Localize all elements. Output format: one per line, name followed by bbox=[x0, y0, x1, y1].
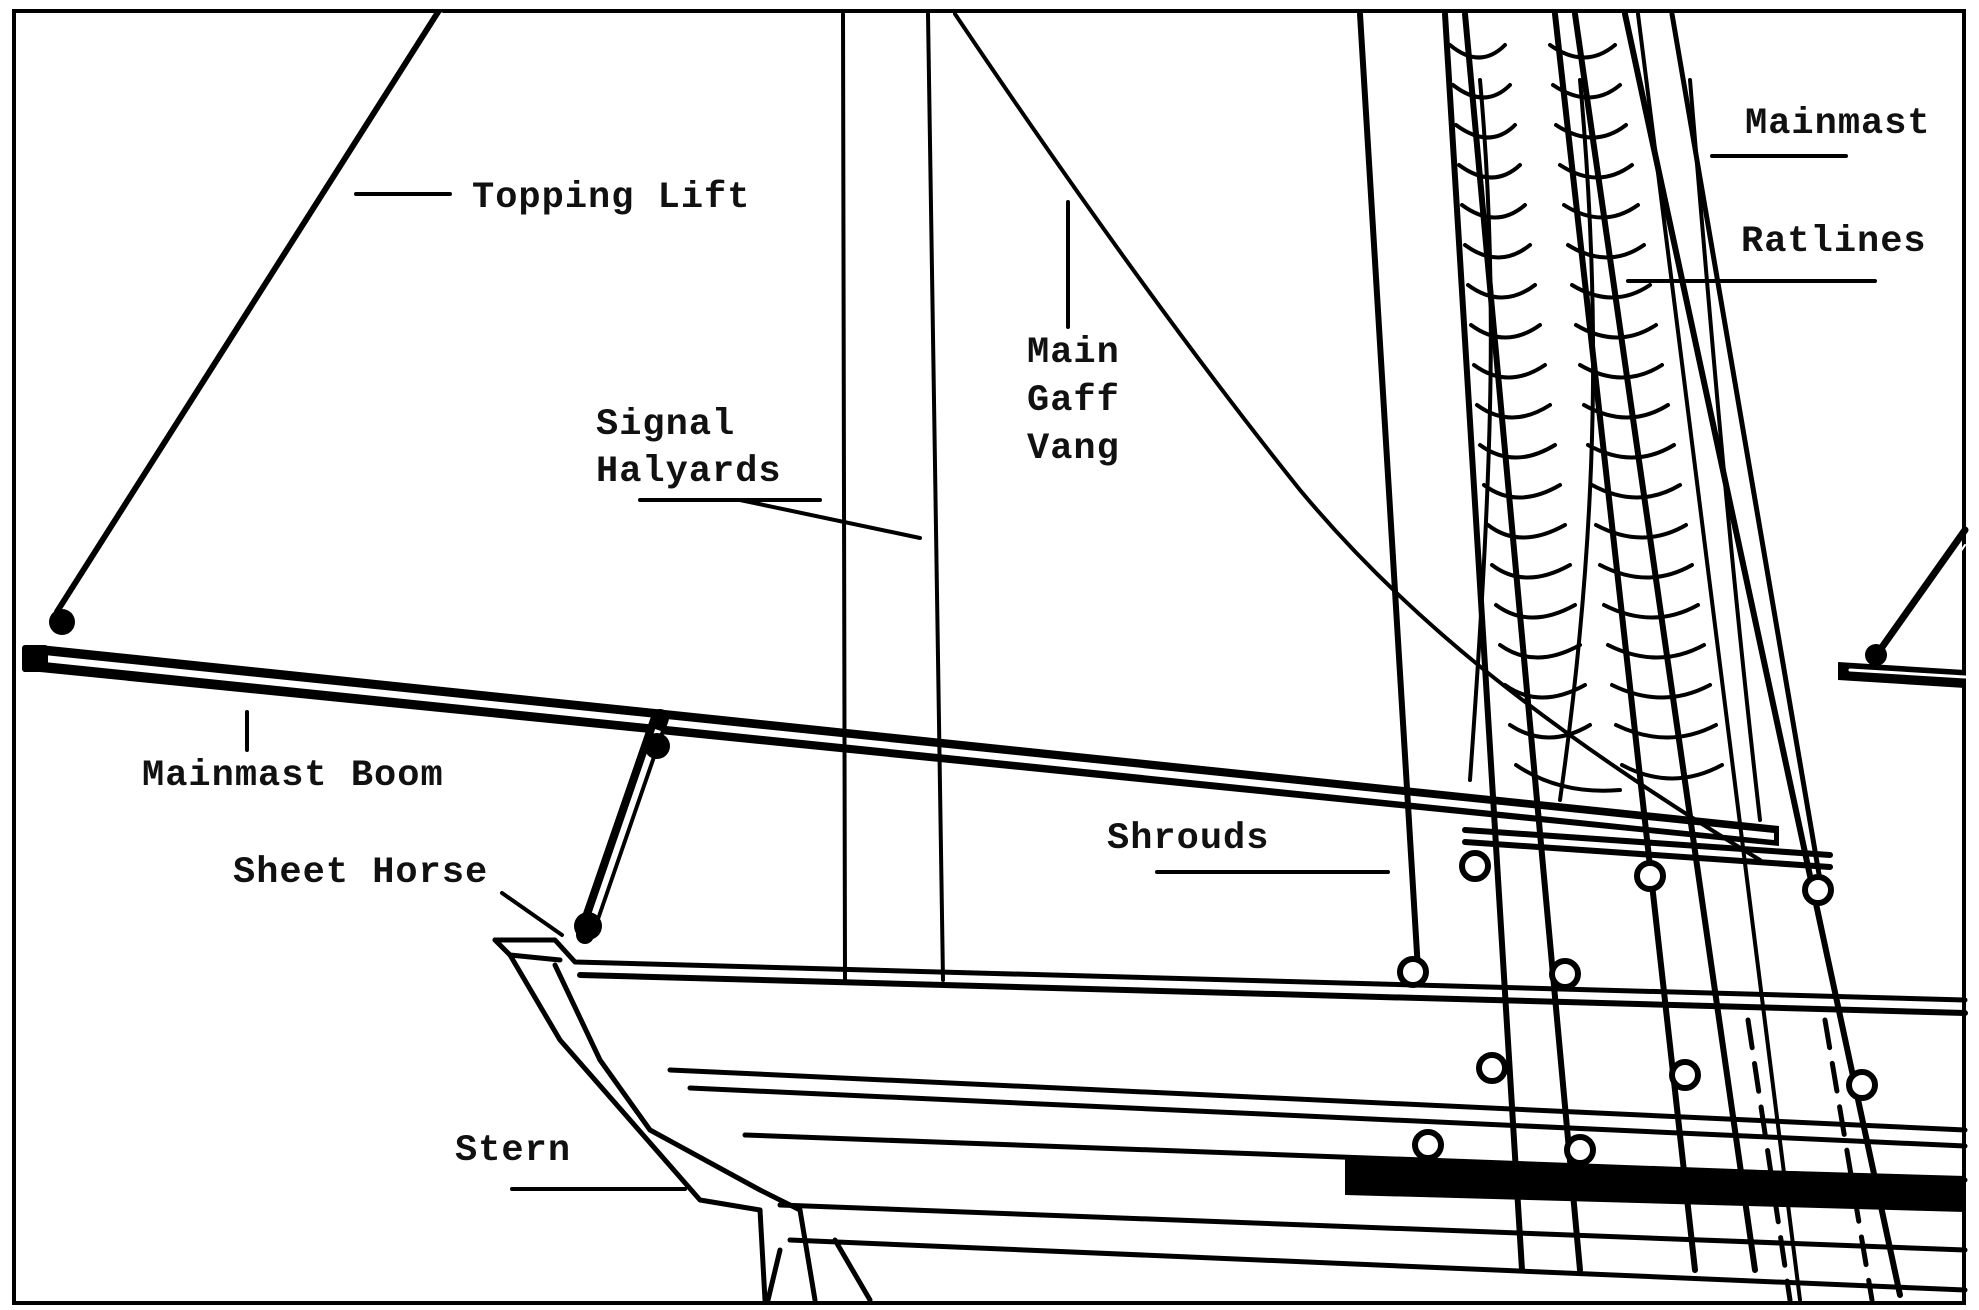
label-main-gaff-vang-2: Gaff bbox=[1027, 380, 1120, 422]
signal-halyards-lines bbox=[841, 12, 945, 982]
leader-signal-halyards-diag bbox=[738, 498, 922, 540]
label-signal-halyards-2: Halyards bbox=[596, 451, 782, 493]
topping-lift-line bbox=[54, 10, 444, 616]
hull bbox=[492, 937, 1968, 1303]
channel-bar bbox=[1462, 827, 1833, 870]
label-signal-halyards-1: Signal bbox=[596, 404, 735, 446]
label-mainmast-boom: Mainmast Boom bbox=[142, 755, 444, 797]
label-stern: Stern bbox=[455, 1130, 571, 1172]
wale-plank bbox=[1345, 1158, 1965, 1212]
leader-sheet-horse bbox=[500, 891, 564, 937]
mast-dashed-hint bbox=[1745, 1017, 1875, 1303]
label-ratlines: Ratlines bbox=[1741, 221, 1927, 263]
label-shrouds: Shrouds bbox=[1107, 818, 1269, 860]
leader-lines bbox=[245, 154, 1877, 1191]
sheet-horse bbox=[574, 709, 670, 944]
mainmast-boom bbox=[22, 645, 1779, 846]
deadeyes bbox=[1397, 850, 1878, 1166]
label-mainmast: Mainmast bbox=[1745, 103, 1931, 145]
topping-lift-block bbox=[49, 609, 75, 635]
label-main-gaff-vang-1: Main bbox=[1027, 332, 1120, 374]
label-sheet-horse: Sheet Horse bbox=[233, 852, 488, 894]
shrouds-lines bbox=[1357, 11, 1903, 1298]
foremast-rigging-partial bbox=[1838, 526, 1969, 688]
label-topping-lift: Topping Lift bbox=[472, 177, 750, 219]
label-main-gaff-vang-3: Vang bbox=[1027, 428, 1120, 470]
ratlines-group bbox=[1448, 43, 1762, 822]
